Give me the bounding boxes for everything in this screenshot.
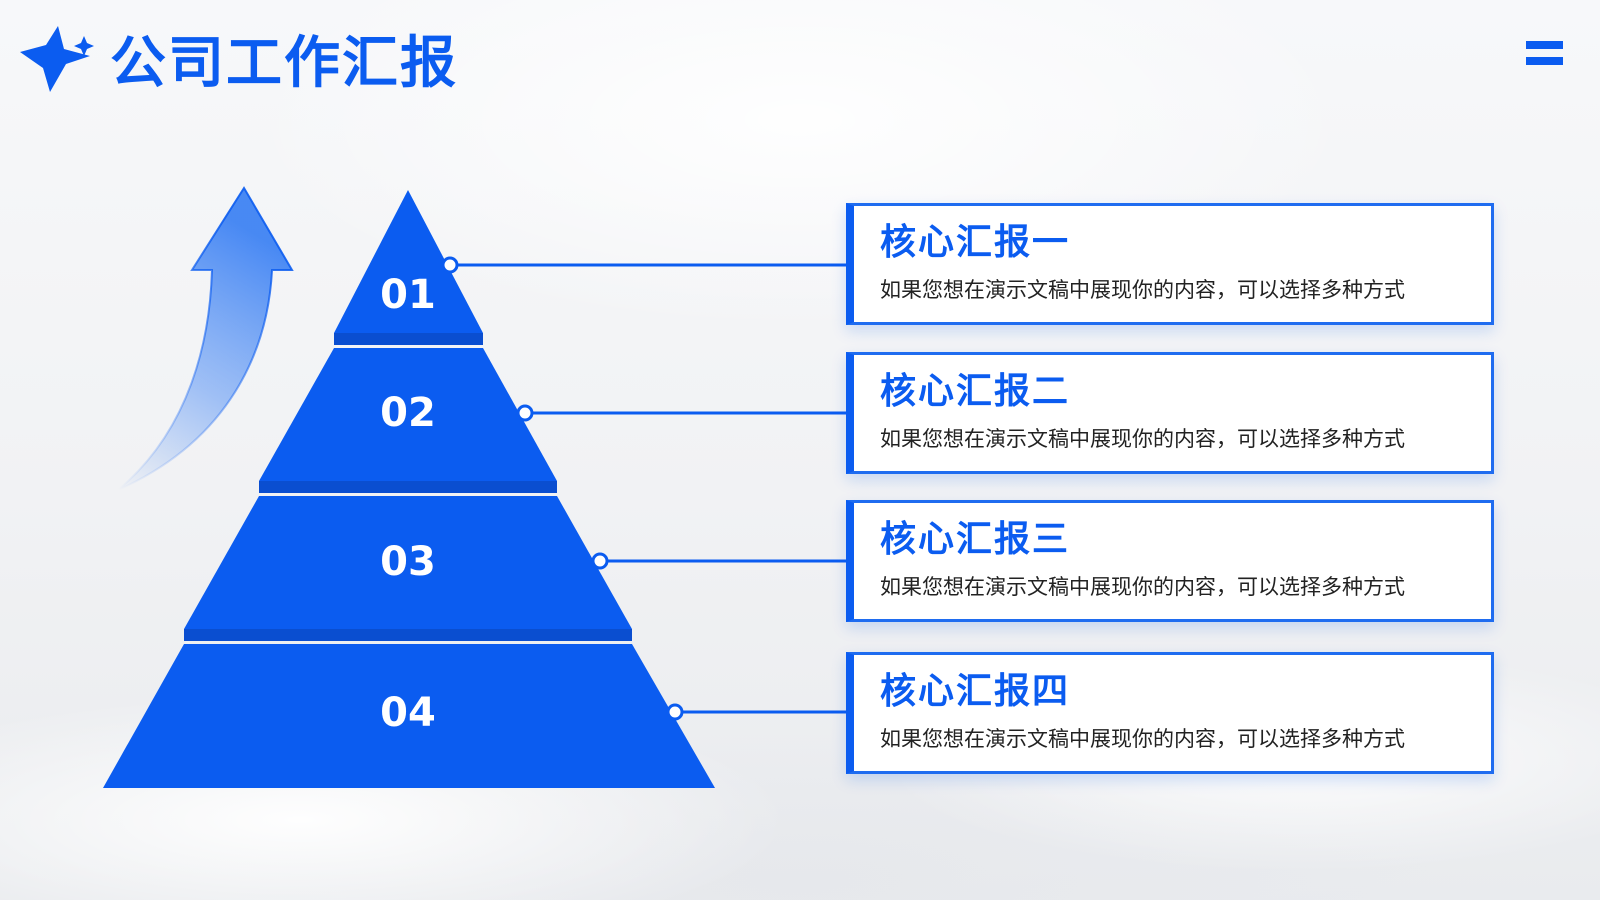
connector-dot-1 bbox=[441, 256, 459, 274]
report-card-4: 核心汇报四 如果您想在演示文稿中展现你的内容，可以选择多种方式 bbox=[846, 652, 1494, 774]
report-card-desc: 如果您想在演示文稿中展现你的内容，可以选择多种方式 bbox=[880, 278, 1405, 302]
menu-icon[interactable] bbox=[1526, 41, 1563, 65]
pyramid-tier-1-label: 01 bbox=[380, 272, 436, 318]
report-card-title: 核心汇报一 bbox=[880, 222, 1071, 263]
connector-dot-2 bbox=[516, 404, 534, 422]
pyramid-tier-4-label: 04 bbox=[380, 690, 436, 736]
pyramid-tier-1 bbox=[334, 190, 483, 333]
pyramid-tier-3 bbox=[184, 496, 632, 629]
report-card-2: 核心汇报二 如果您想在演示文稿中展现你的内容，可以选择多种方式 bbox=[846, 352, 1494, 474]
page-title: 公司工作汇报 bbox=[110, 31, 458, 96]
connector-dot-3 bbox=[591, 552, 609, 570]
pyramid-tier-1-base bbox=[334, 333, 483, 345]
pyramid-tier-2-base bbox=[259, 481, 557, 493]
pyramid-tier-3-base bbox=[184, 629, 632, 641]
report-card-3: 核心汇报三 如果您想在演示文稿中展现你的内容，可以选择多种方式 bbox=[846, 500, 1494, 622]
report-card-1: 核心汇报一 如果您想在演示文稿中展现你的内容，可以选择多种方式 bbox=[846, 203, 1494, 325]
pyramid-tier-3-label: 03 bbox=[380, 539, 436, 585]
report-card-desc: 如果您想在演示文稿中展现你的内容，可以选择多种方式 bbox=[880, 575, 1405, 599]
sparkle-star-icon bbox=[20, 26, 94, 92]
report-card-title: 核心汇报二 bbox=[880, 371, 1071, 412]
report-card-title: 核心汇报三 bbox=[880, 519, 1071, 560]
report-card-desc: 如果您想在演示文稿中展现你的内容，可以选择多种方式 bbox=[880, 727, 1405, 751]
growth-arrow-icon bbox=[117, 186, 294, 491]
pyramid-tier-2 bbox=[259, 348, 557, 481]
report-card-desc: 如果您想在演示文稿中展现你的内容，可以选择多种方式 bbox=[880, 427, 1405, 451]
report-card-title: 核心汇报四 bbox=[880, 671, 1071, 712]
pyramid-tier-4 bbox=[103, 644, 715, 788]
pyramid-tier-2-label: 02 bbox=[380, 390, 436, 436]
connector-dot-4 bbox=[666, 703, 684, 721]
